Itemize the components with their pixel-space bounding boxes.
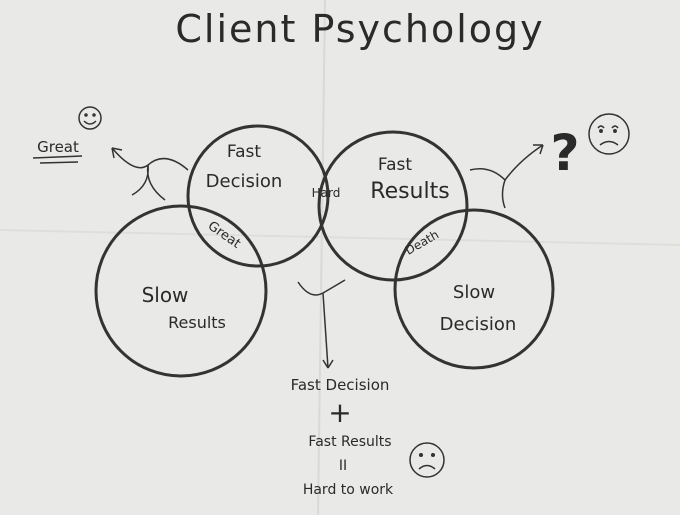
great-underline [32,155,83,159]
side-label-great: Great [37,138,79,156]
great-underline-2 [39,161,79,164]
worried-face-icon [588,113,630,155]
bottom-equals-sign: II [339,458,347,474]
paper-fold-vertical [317,0,326,515]
bottom-plus-sign: + [328,396,351,429]
label-fast-decision: Fast Decision [206,142,283,192]
label-fast-results-line2: Results [370,179,449,204]
bottom-pointer-arrow [297,279,346,369]
bottom-line-hard-to-work: Hard to work [303,482,394,498]
left-pointer-arrow [111,147,189,201]
label-fast-results: Fast Results [370,155,449,204]
label-slow-decision-line1: Slow [453,282,495,303]
happy-face-icon [78,106,102,130]
right-pointer-arrow [469,144,544,209]
overlap-label-death: Death [403,227,441,257]
circle-slow-results [94,204,268,378]
paper-fold-horizontal [0,229,680,246]
label-fast-decision-line2: Decision [206,171,283,192]
question-mark: ? [550,124,579,182]
label-slow-decision-line2: Decision [440,314,517,335]
bottom-line-fast-results: Fast Results [308,434,391,450]
sad-face-icon [409,442,445,478]
page-title: Client Psychology [175,7,544,51]
label-fast-results-line1: Fast [378,155,412,175]
label-fast-decision-line1: Fast [227,142,261,162]
overlap-label-hard: Hard [312,186,341,200]
bottom-line-fast-decision: Fast Decision [291,376,390,394]
label-slow-results: Slow Results [142,283,226,332]
circle-slow-decision [393,208,555,370]
circle-fast-results [317,130,469,282]
label-slow-results-line2: Results [168,313,226,332]
label-slow-decision: Slow Decision [440,282,517,335]
label-slow-results-line1: Slow [142,283,189,307]
circle-fast-decision [186,124,330,268]
